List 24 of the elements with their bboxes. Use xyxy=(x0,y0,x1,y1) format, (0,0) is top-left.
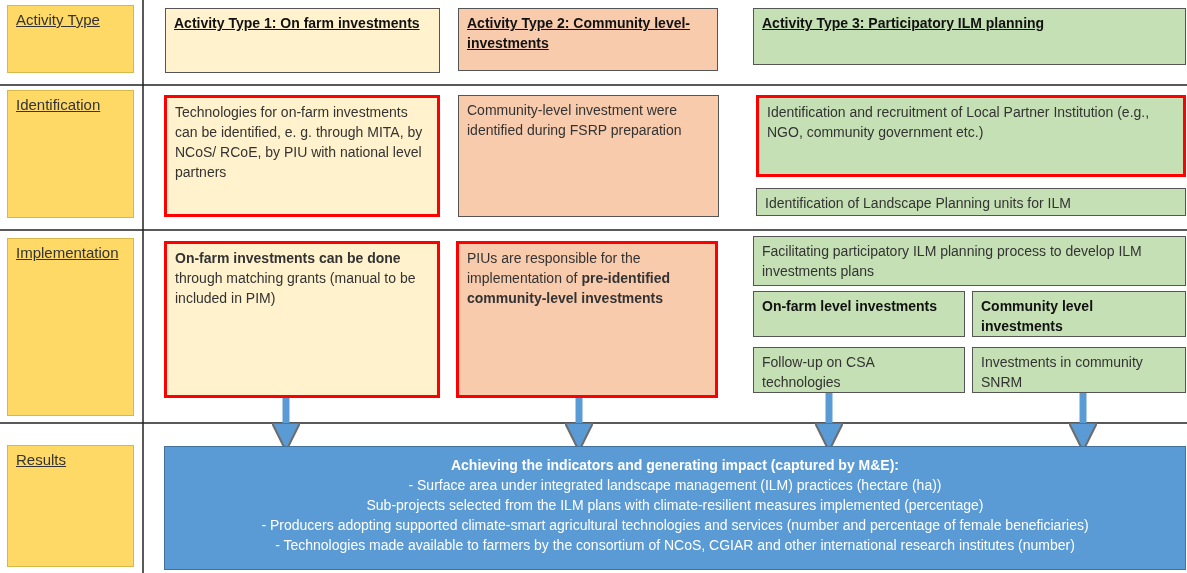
indicator-text: - Surface area under integrated landscape management (ILM) practices (hectare (ha)) xyxy=(407,476,943,495)
text-box: Community-level investment were identified during FSRP preparation xyxy=(458,95,719,217)
indicator-text: - Producers adopting supported climate-smart agricultural technologies and services (number and percentage of female beneficiaries) xyxy=(260,516,1090,535)
indicator-text: Sub-projects selected from the ILM plans with climate-resilient measures implemented (percentage) xyxy=(365,496,985,515)
text-box: On-farm investments can be done through matching grants (manual to be included in PIM) xyxy=(164,241,440,398)
text-box: On-farm level investments xyxy=(753,291,965,337)
text-box: Identification of Landscape Planning units for ILM xyxy=(756,188,1186,216)
text-box: Technologies for on-farm investments can be identified, e. g. through MITA, by NCoS/ RCoE, by PIU with national level partners xyxy=(164,95,440,217)
row-label: Identification xyxy=(7,90,134,218)
text-box: Follow-up on CSA technologies xyxy=(753,347,965,393)
column-header: Activity Type 3: Participatory ILM planning xyxy=(753,8,1186,65)
text-box: Facilitating participatory ILM planning process to develop ILM investments plans xyxy=(753,236,1186,286)
text-box: Community level investments xyxy=(972,291,1186,337)
results-heading: Achieving the indicators and generating impact (captured by M&E): xyxy=(449,456,901,475)
indicator-text: - Technologies made available to farmers by the consortium of NCoS, CGIAR and other international research institutes (number) xyxy=(274,536,1076,555)
column-header: Activity Type 1: On farm investments xyxy=(165,8,440,73)
activity-type-label: Activity Type xyxy=(7,5,134,73)
text-box: Identification and recruitment of Local Partner Institution (e.g., NGO, community government etc.) xyxy=(756,95,1186,177)
text-box: Investments in community SNRM xyxy=(972,347,1186,393)
text-box: PIUs are responsible for the implementation of pre-identified community-level investments xyxy=(456,241,718,398)
results-box xyxy=(164,446,1186,570)
row-label: Implementation xyxy=(7,238,134,416)
column-header: Activity Type 2: Community level-investments xyxy=(458,8,718,71)
row-label: Results xyxy=(7,445,134,567)
